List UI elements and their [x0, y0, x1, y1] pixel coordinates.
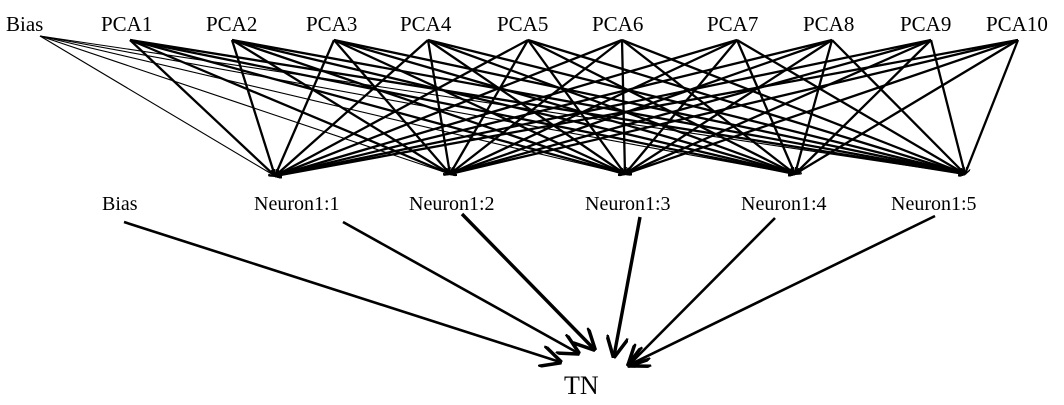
- connection-in-pca5-h-n1: [275, 38, 529, 176]
- input-node-pca6: PCA6: [592, 12, 643, 36]
- connection-in-pca7-h-n1: [275, 38, 738, 176]
- connection-in-pca8-h-n3: [625, 39, 833, 174]
- connection-in-pca10-h-n2: [450, 38, 1019, 174]
- hidden-node-neuron1-2: Neuron1:2: [409, 193, 495, 215]
- connection-in-pca9-h-n2: [450, 38, 932, 174]
- hidden-node-neuron1-1: Neuron1:1: [254, 193, 340, 215]
- connection-in-pca4-h-n5: [427, 38, 965, 174]
- connection-in-pca9-h-n3: [625, 38, 932, 174]
- hidden-node-bias: Bias: [102, 193, 138, 215]
- connection-in-bias-h-n3: [39, 35, 625, 174]
- hidden-layer: Bias Neuron1:1 Neuron1:2 Neuron1:3 Neuro…: [102, 193, 977, 215]
- connection-in-pca6-h-n2: [450, 39, 623, 174]
- connection-in-pca3-h-n2: [333, 39, 450, 174]
- connection-in-bias-h-n1: [39, 35, 275, 176]
- input-node-pca4: PCA4: [400, 12, 452, 36]
- connection-in-pca10-h-n4: [795, 39, 1019, 174]
- connection-in-pca2-h-n4: [231, 38, 795, 174]
- connection-in-pca9-h-n1: [275, 38, 932, 176]
- connection-in-pca6-h-n3: [620, 39, 625, 174]
- connection-in-pca1-h-n1: [129, 39, 275, 176]
- connection-h-n3-out-tn: [614, 216, 642, 356]
- connection-in-pca10-h-n3: [625, 38, 1019, 174]
- connection-in-pca3-h-n4: [333, 38, 795, 174]
- input-to-hidden-connections: [39, 35, 1020, 176]
- input-node-pca9: PCA9: [900, 12, 951, 36]
- connection-in-pca5-h-n2: [450, 39, 529, 174]
- input-node-pca2: PCA2: [206, 12, 257, 36]
- connection-in-pca7-h-n3: [625, 39, 738, 174]
- connection-h-n1-out-tn: [342, 220, 578, 353]
- connection-in-pca4-h-n1: [275, 39, 429, 176]
- hidden-node-neuron1-3: Neuron1:3: [585, 193, 671, 215]
- connection-h-bias-out-tn: [123, 220, 560, 362]
- connection-in-pca10-h-n5: [965, 39, 1020, 174]
- input-node-pca5: PCA5: [497, 12, 548, 36]
- input-layer: Bias PCA1 PCA2 PCA3 PCA4 PCA5 PCA6 PCA7 …: [6, 12, 1048, 36]
- connection-in-pca1-h-n4: [129, 38, 795, 174]
- connection-in-pca7-h-n5: [736, 39, 965, 174]
- connection-in-pca2-h-n1: [230, 39, 275, 176]
- connection-h-n2-out-tn: [460, 212, 594, 349]
- input-node-pca7: PCA7: [707, 12, 758, 36]
- connection-in-pca8-h-n1: [275, 38, 833, 176]
- connection-in-pca8-h-n2: [450, 38, 833, 174]
- connection-in-pca5-h-n4: [527, 38, 795, 176]
- input-node-pca3: PCA3: [306, 12, 357, 36]
- connection-in-pca2-h-n3: [231, 38, 625, 174]
- connection-in-pca9-h-n5: [929, 39, 965, 174]
- hidden-node-neuron1-5: Neuron1:5: [891, 193, 977, 215]
- connection-in-pca6-h-n4: [621, 39, 795, 174]
- connection-in-pca3-h-n3: [333, 38, 625, 174]
- connection-h-n5-out-tn: [629, 214, 936, 365]
- connection-in-pca7-h-n4: [735, 39, 795, 174]
- connection-in-pca6-h-n1: [275, 38, 623, 176]
- connection-in-pca6-h-n5: [621, 38, 965, 174]
- connection-in-pca10-h-n1: [275, 38, 1019, 176]
- connection-in-pca5-h-n5: [527, 38, 965, 174]
- connection-in-pca3-h-n1: [275, 39, 336, 176]
- connection-h-n4-out-tn: [629, 217, 776, 365]
- connection-in-pca4-h-n2: [426, 39, 450, 174]
- connection-in-pca7-h-n2: [450, 38, 738, 174]
- output-node-tn: TN: [564, 371, 599, 400]
- input-node-bias: Bias: [6, 12, 43, 36]
- hidden-to-output-connections: [123, 212, 936, 365]
- input-node-pca8: PCA8: [803, 12, 854, 36]
- input-node-pca10: PCA10: [986, 12, 1048, 36]
- connection-in-pca4-h-n3: [427, 39, 625, 174]
- connection-in-pca9-h-n4: [795, 39, 932, 174]
- connection-in-pca5-h-n3: [527, 39, 625, 174]
- connection-in-bias-h-n4: [39, 35, 795, 174]
- output-layer: TN: [564, 371, 599, 400]
- input-node-pca1: PCA1: [101, 12, 152, 36]
- hidden-node-neuron1-4: Neuron1:4: [741, 193, 827, 215]
